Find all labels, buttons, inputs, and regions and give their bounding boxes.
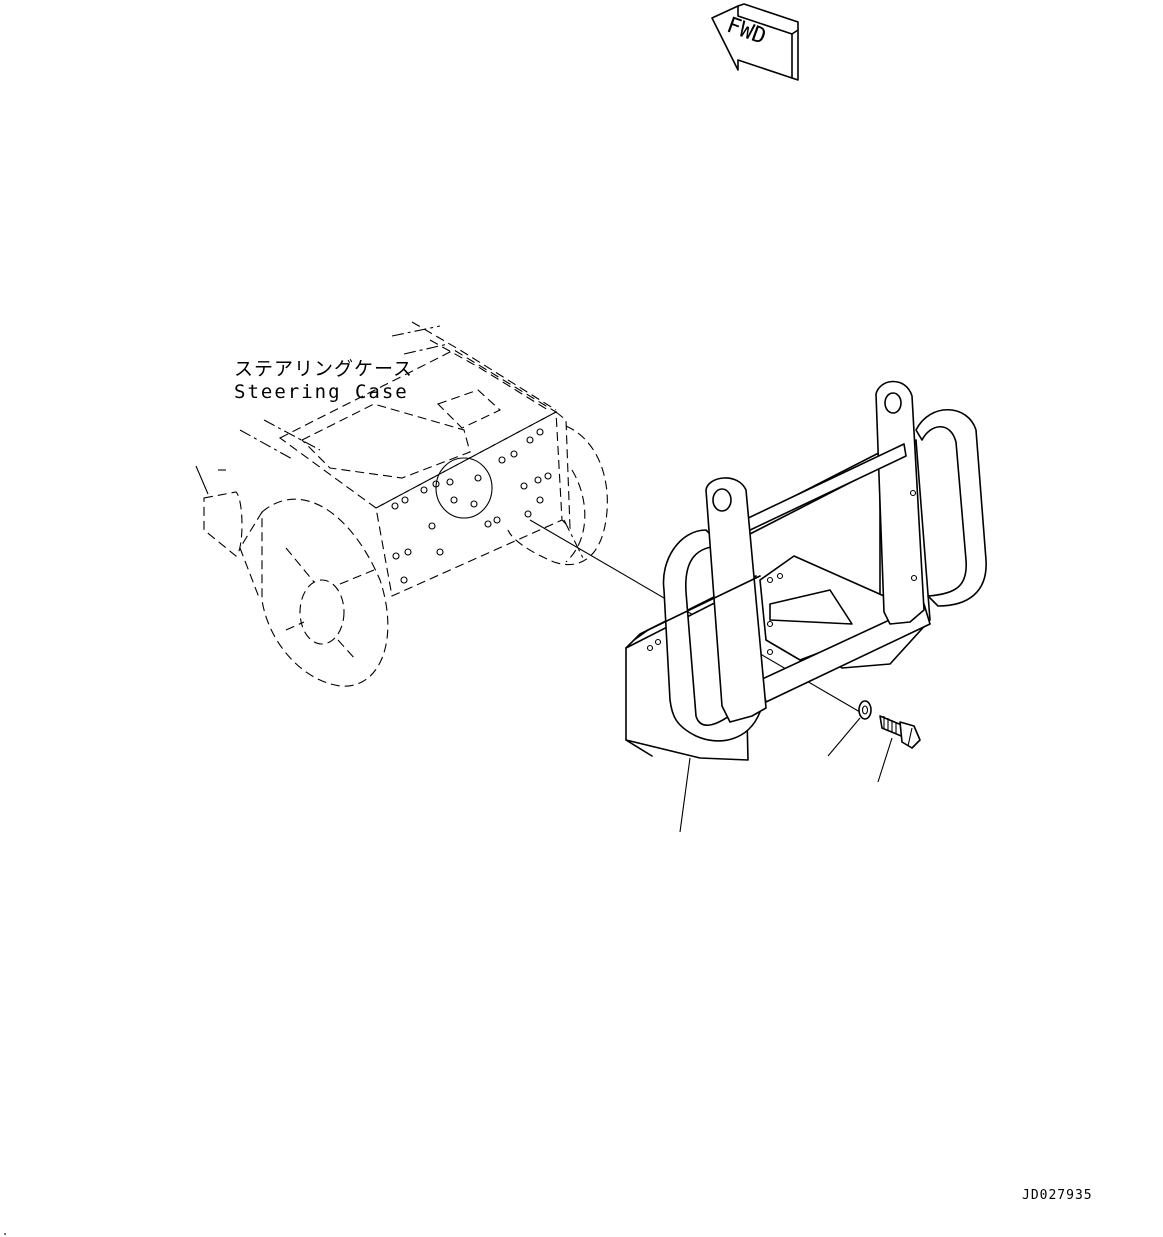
leader-line-bolt [877,737,893,783]
steering-case [195,321,608,687]
bolt-icon [879,715,921,749]
steering-case-label-jp: ステアリングケース [234,358,414,380]
guard-bracket-icon [625,380,987,761]
leader-line-bracket [679,757,691,833]
leader-line-washer [827,717,861,757]
drawing-code: JD027935 [1022,1188,1093,1203]
washer-icon [858,700,872,720]
fwd-arrow-icon: FWD [711,3,799,81]
steering-case-label-en: Steering Case [234,381,409,403]
